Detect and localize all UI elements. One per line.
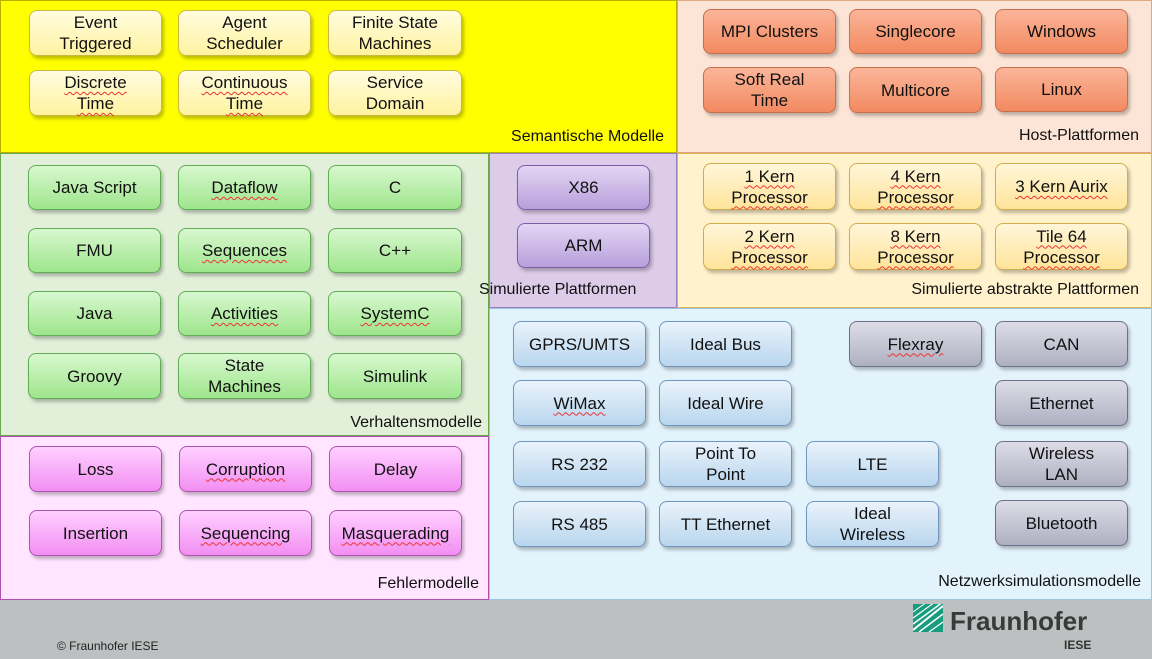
button-systemc[interactable]: SystemC [328,291,462,336]
button-rs-485[interactable]: RS 485 [513,501,646,547]
button-java-script[interactable]: Java Script [28,165,161,210]
button-event-triggered[interactable]: Event Triggered [29,10,162,56]
button-sequences[interactable]: Sequences [178,228,311,273]
region-title-host: Host-Plattformen [1018,127,1139,144]
copyright-text: © Fraunhofer IESE [57,639,159,653]
button-1-kern-processor[interactable]: 1 Kern Processor [703,163,836,210]
button-wimax[interactable]: WiMax [513,380,646,426]
button-lte[interactable]: LTE [806,441,939,487]
button-point-to-point[interactable]: Point To Point [659,441,792,487]
button-ethernet[interactable]: Ethernet [995,380,1128,426]
region-title-behavior: Verhaltensmodelle [350,414,482,431]
button-corruption[interactable]: Corruption [179,446,312,492]
button-finite-state-machines[interactable]: Finite State Machines [328,10,462,56]
button-simulink[interactable]: Simulink [328,353,462,399]
region-title-simulated: Simulierte Plattformen [479,281,637,298]
button-c[interactable]: C [328,165,462,210]
button-delay[interactable]: Delay [329,446,462,492]
button-loss[interactable]: Loss [29,446,162,492]
fraunhofer-logo-text: Fraunhofer [950,606,1088,636]
button-flexray[interactable]: Flexray [849,321,982,367]
fraunhofer-logo-subtext: IESE [1064,638,1092,652]
fraunhofer-logo-icon [913,604,943,632]
button-agent-scheduler[interactable]: Agent Scheduler [178,10,311,56]
button-discrete-time[interactable]: Discrete Time [29,70,162,116]
region-title-network: Netzwerksimulationsmodelle [938,573,1141,590]
button-wireless-lan[interactable]: Wireless LAN [995,441,1128,487]
button-3-kern-aurix[interactable]: 3 Kern Aurix [995,163,1128,210]
button-ideal-wire[interactable]: Ideal Wire [659,380,792,426]
button-masquerading[interactable]: Masquerading [329,510,462,556]
button-4-kern-processor[interactable]: 4 Kern Processor [849,163,982,210]
button-ideal-wireless[interactable]: Ideal Wireless [806,501,939,547]
button-continuous-time[interactable]: Continuous Time [178,70,311,116]
button-sequencing[interactable]: Sequencing [179,510,312,556]
button-state-machines[interactable]: State Machines [178,353,311,399]
button-ideal-bus[interactable]: Ideal Bus [659,321,792,367]
button-java[interactable]: Java [28,291,161,336]
button-2-kern-processor[interactable]: 2 Kern Processor [703,223,836,270]
footer-bar [0,600,1152,659]
button-gprs-umts[interactable]: GPRS/UMTS [513,321,646,367]
region-title-abstract: Simulierte abstrakte Plattformen [911,281,1139,298]
button-linux[interactable]: Linux [995,67,1128,112]
button-groovy[interactable]: Groovy [28,353,161,399]
button-tt-ethernet[interactable]: TT Ethernet [659,501,792,547]
region-title-faults: Fehlermodelle [377,575,479,592]
button-windows[interactable]: Windows [995,9,1128,54]
button-can[interactable]: CAN [995,321,1128,367]
button-soft-real-time[interactable]: Soft Real Time [703,67,836,113]
button-mpi-clusters[interactable]: MPI Clusters [703,9,836,54]
button-8-kern-processor[interactable]: 8 Kern Processor [849,223,982,270]
button-singlecore[interactable]: Singlecore [849,9,982,54]
button-cpp[interactable]: C++ [328,228,462,273]
button-rs-232[interactable]: RS 232 [513,441,646,487]
button-dataflow[interactable]: Dataflow [178,165,311,210]
button-insertion[interactable]: Insertion [29,510,162,556]
button-arm[interactable]: ARM [517,223,650,268]
button-activities[interactable]: Activities [178,291,311,336]
region-title-semantic: Semantische Modelle [511,128,664,145]
button-fmu[interactable]: FMU [28,228,161,273]
button-x86[interactable]: X86 [517,165,650,210]
button-multicore[interactable]: Multicore [849,67,982,113]
button-service-domain[interactable]: Service Domain [328,70,462,116]
button-tile-64-processor[interactable]: Tile 64 Processor [995,223,1128,270]
button-bluetooth[interactable]: Bluetooth [995,500,1128,546]
